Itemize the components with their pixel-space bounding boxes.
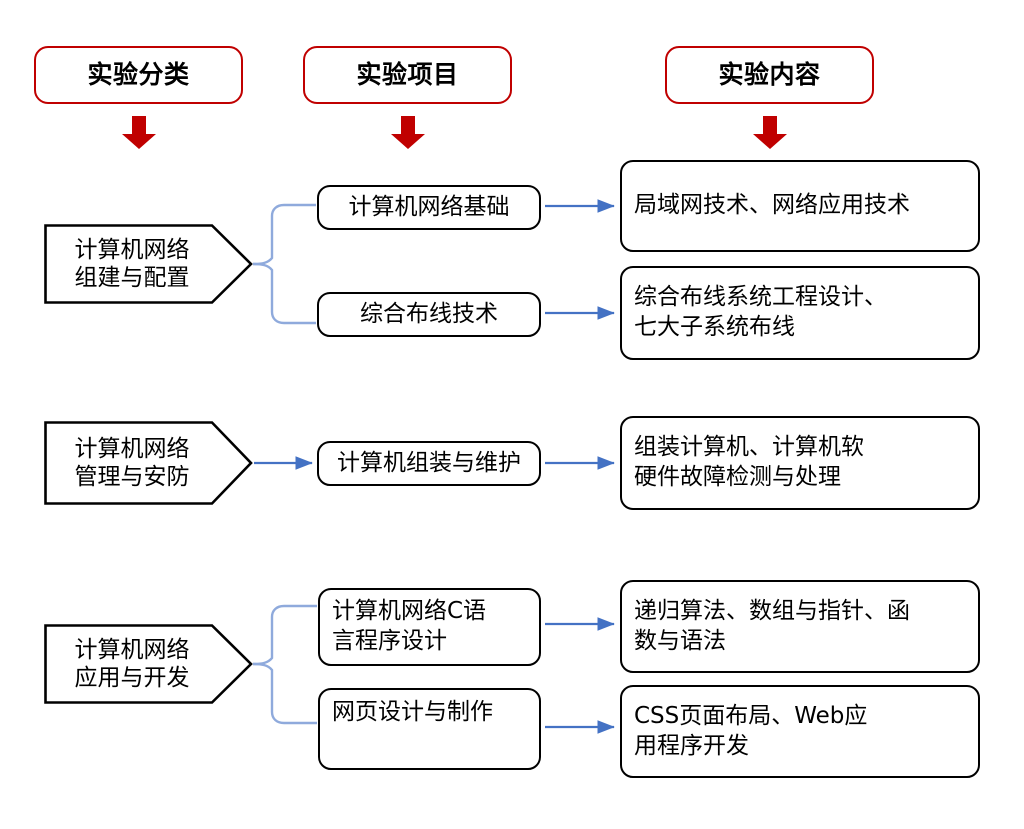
brace-connector-group-1 (252, 203, 316, 325)
project-line: 网页设计与制作 (332, 699, 493, 725)
category-label-group-1: 计算机网络 组建与配置 (44, 224, 220, 304)
content-box-g2-r1: 组装计算机、计算机软 硬件故障检测与处理 (620, 416, 980, 510)
header-box-content: 实验内容 (665, 46, 874, 104)
category-shape-group-2: 计算机网络 管理与安防 (44, 421, 253, 505)
project-line: 计算机网络基础 (348, 193, 510, 220)
project-line: 言程序设计 (332, 628, 447, 654)
content-line: 综合布线系统工程设计、 (634, 284, 887, 311)
category-line: 计算机网络 (74, 435, 190, 462)
content-line: 七大子系统布线 (634, 314, 795, 340)
red-down-arrow-icon-content (752, 116, 788, 154)
content-line: 用程序开发 (634, 732, 749, 759)
category-line: 组建与配置 (74, 265, 190, 291)
project-box-g3-r1: 计算机网络C语 言程序设计 (318, 588, 541, 666)
content-line: 局域网技术、网络应用技术 (634, 192, 910, 219)
content-line: 递归算法、数组与指针、函 (634, 597, 910, 624)
category-label-group-2: 计算机网络 管理与安防 (44, 421, 220, 505)
content-line: 硬件故障检测与处理 (634, 464, 841, 490)
red-down-arrow-icon-category (121, 116, 157, 154)
project-box-g1-r2: 综合布线技术 (317, 292, 541, 337)
category-line: 计算机网络 (74, 636, 190, 663)
project-box-g3-r2: 网页设计与制作 (318, 688, 541, 770)
content-box-g3-r2: CSS页面布局、Web应 用程序开发 (620, 685, 980, 778)
project-box-g1-r1: 计算机网络基础 (317, 185, 541, 230)
red-down-arrow-icon-project (390, 116, 426, 154)
content-line: 组装计算机、计算机软 (634, 434, 864, 461)
category-line: 管理与安防 (74, 464, 190, 490)
category-line: 计算机网络 (74, 236, 190, 263)
content-line: 数与语法 (634, 627, 726, 654)
project-line: 综合布线技术 (360, 300, 498, 327)
header-box-category: 实验分类 (34, 46, 243, 104)
brace-connector-group-3 (252, 604, 317, 725)
category-shape-group-3: 计算机网络 应用与开发 (44, 624, 253, 704)
category-label-group-3: 计算机网络 应用与开发 (44, 624, 220, 704)
content-line: CSS页面布局、Web应 (634, 702, 868, 729)
header-box-project: 实验项目 (303, 46, 512, 104)
category-line: 应用与开发 (74, 665, 190, 691)
category-shape-group-1: 计算机网络 组建与配置 (44, 224, 253, 304)
content-box-g1-r2: 综合布线系统工程设计、 七大子系统布线 (620, 266, 980, 360)
content-box-g1-r1: 局域网技术、网络应用技术 (620, 160, 980, 252)
project-line: 计算机网络C语 (332, 598, 487, 625)
project-box-g2-r1: 计算机组装与维护 (317, 441, 541, 486)
project-line: 计算机组装与维护 (337, 449, 521, 476)
content-box-g3-r1: 递归算法、数组与指针、函 数与语法 (620, 580, 980, 673)
